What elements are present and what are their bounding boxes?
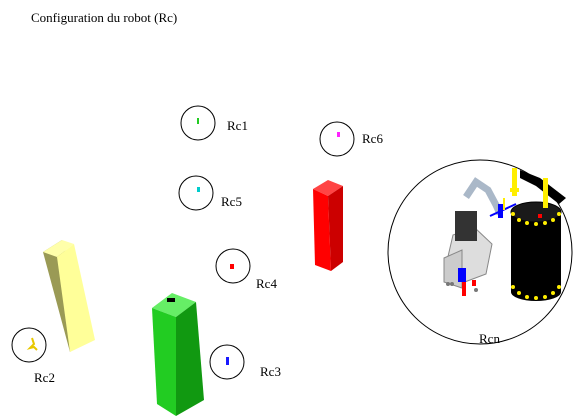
label-rc3: Rc3	[260, 364, 281, 379]
rc3-marker	[209, 344, 245, 380]
white-robot	[443, 177, 517, 296]
rc2-marker	[11, 327, 47, 363]
label-rc5: Rc5	[221, 194, 242, 209]
label-rc1: Rc1	[227, 118, 248, 133]
black-cylinder	[510, 168, 566, 301]
label-rc2: Rc2	[34, 370, 55, 385]
rc5-marker	[178, 175, 214, 211]
label-rc6: Rc6	[362, 131, 383, 146]
rc1-marker	[180, 105, 216, 141]
page-title: Configuration du robot (Rc)	[31, 10, 178, 25]
label-rc4: Rc4	[256, 276, 277, 291]
yellow-pillar	[43, 240, 95, 352]
rc6-marker	[319, 121, 355, 157]
rc4-marker	[215, 248, 251, 284]
red-pillar	[313, 180, 343, 271]
label-rcn: Rcn	[479, 331, 500, 346]
green-pillar	[152, 293, 204, 416]
rcn-robot-view	[387, 159, 573, 345]
